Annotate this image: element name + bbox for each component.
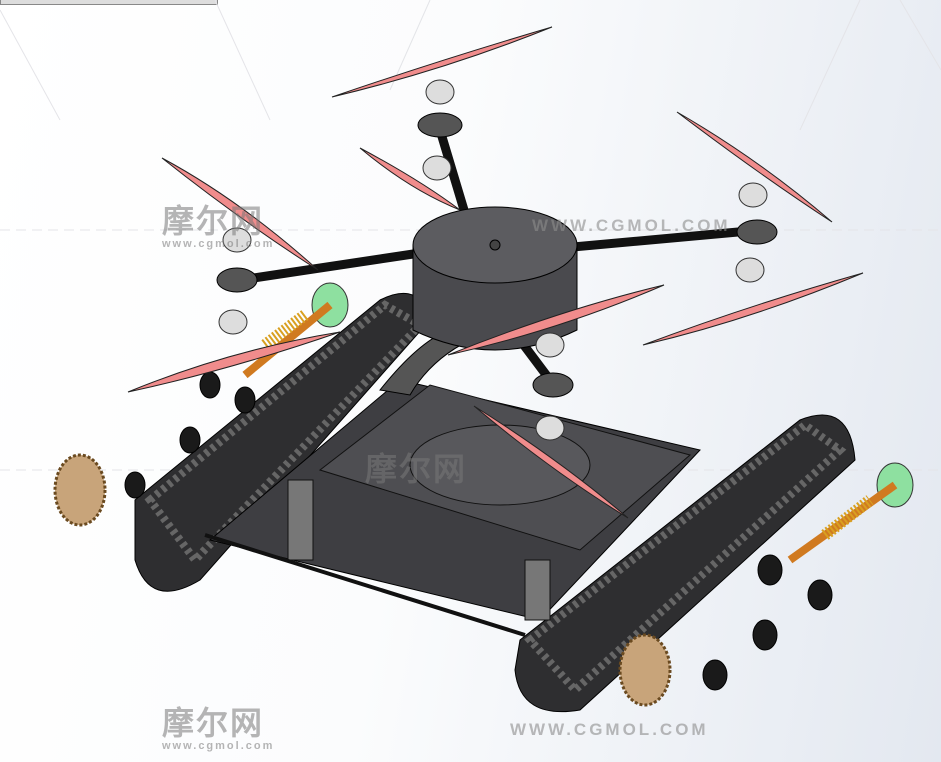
toolbar-fragment (0, 0, 218, 5)
watermark-url-small: www.cgmol.com (162, 740, 275, 752)
drone (127, 26, 864, 519)
watermark-center: 摩尔网 (365, 452, 467, 486)
watermark-top-left: 摩尔网 www.cgmol.com (162, 204, 274, 250)
propellers (127, 26, 864, 519)
watermark-brand-cn: 摩尔网 (162, 203, 265, 239)
watermark-url-bottom: WWW.CGMOL.COM (510, 720, 709, 739)
watermark-url-small: www.cgmol.com (162, 238, 275, 250)
watermark-brand-cn: 摩尔网 (162, 705, 265, 741)
sprocket-left (53, 453, 107, 527)
sprocket-right (618, 633, 672, 707)
right-track (514, 414, 856, 713)
chassis-frame (204, 329, 701, 637)
wheels (53, 282, 914, 707)
motors (218, 79, 768, 441)
watermark-brand-cn: 摩尔网 (365, 451, 468, 487)
watermark-url-top: WWW.CGMOL.COM (532, 216, 731, 235)
watermark-bottom-left: 摩尔网 www.cgmol.com (162, 706, 274, 752)
